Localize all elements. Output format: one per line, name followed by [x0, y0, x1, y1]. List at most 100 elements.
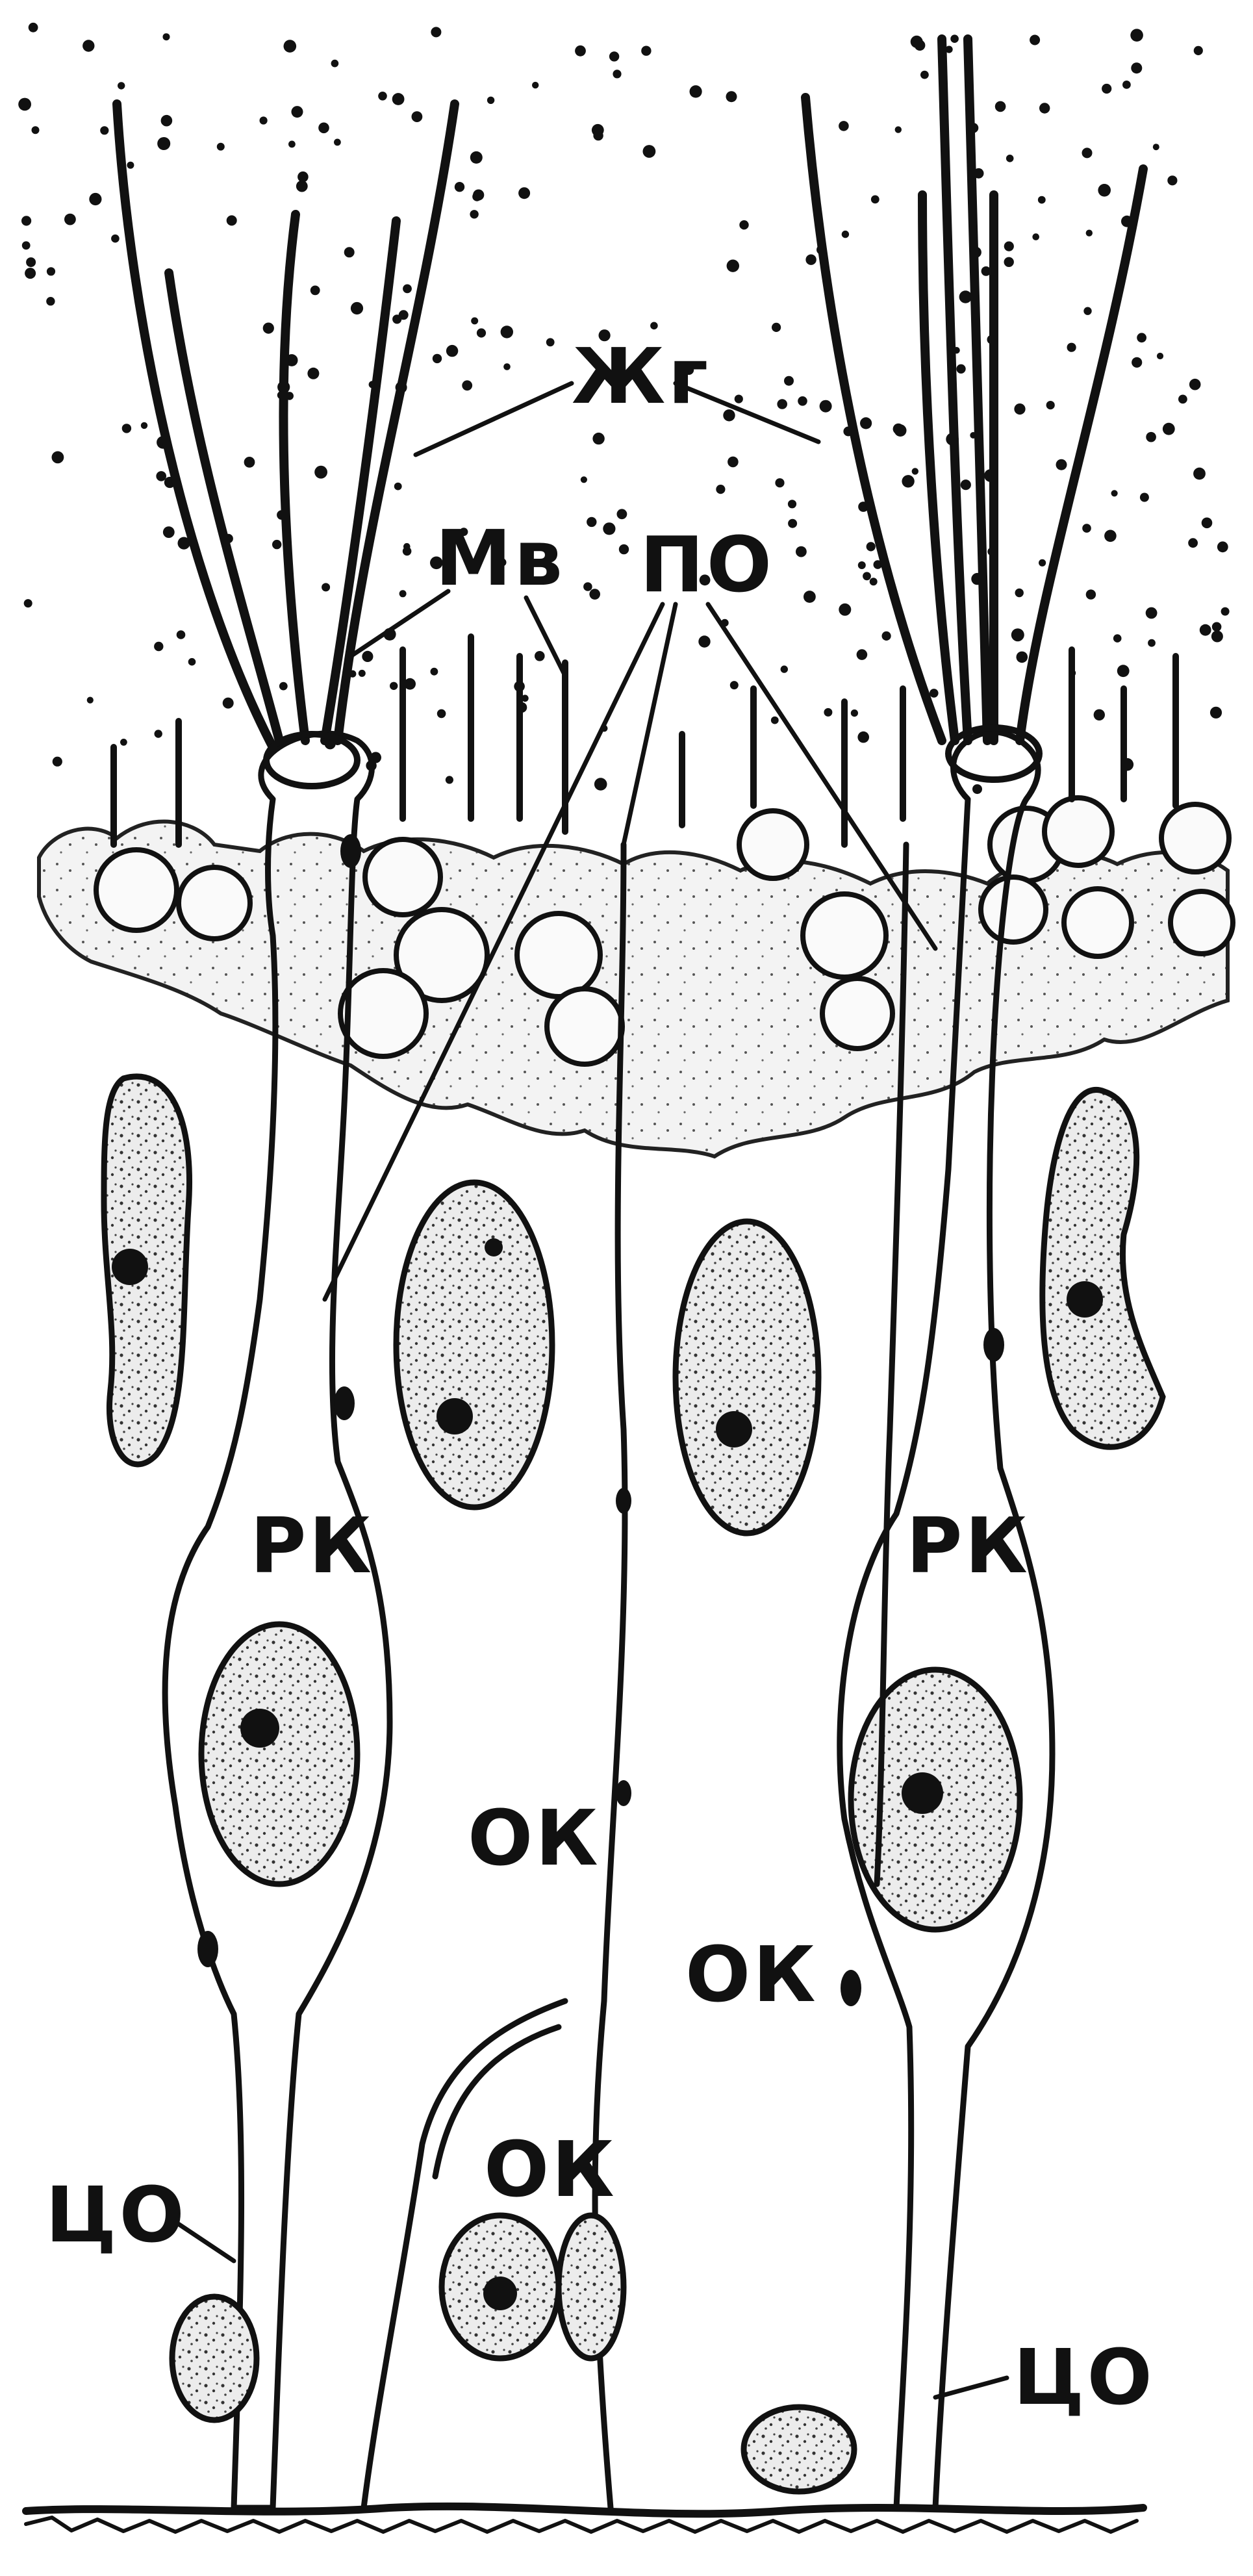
- label-supporting-cell-right: ОК: [685, 1930, 818, 2019]
- mucus-dot: [307, 368, 319, 379]
- mucus-dot: [163, 526, 175, 538]
- mucus-dot: [1038, 196, 1046, 204]
- label-olfactory-hairs: Жг: [572, 331, 711, 421]
- mucus-dot: [619, 544, 629, 554]
- mucus-dot: [930, 689, 939, 698]
- mucus-dot: [775, 478, 784, 487]
- mucus-dot: [871, 196, 880, 204]
- mucus-dot: [1082, 147, 1093, 158]
- mucus-dot: [111, 235, 120, 243]
- mucus-dot: [24, 599, 32, 607]
- mucus-dot: [1111, 490, 1118, 496]
- label-receptor-cell-right: РК: [906, 1501, 1030, 1590]
- mucus-dot: [1046, 401, 1055, 409]
- mucus-dot: [592, 433, 604, 444]
- mucus-dot: [959, 290, 972, 303]
- mucus-dot: [1017, 652, 1028, 663]
- mucus-dot: [728, 457, 739, 468]
- mucus-dot: [431, 27, 441, 37]
- mucus-dot: [1140, 493, 1149, 502]
- mucus-dot: [1004, 242, 1014, 251]
- mucus-dot: [471, 317, 478, 324]
- mucus-dot: [643, 145, 656, 158]
- basement-membrane: [26, 2506, 1143, 2532]
- mucus-dot: [351, 302, 363, 314]
- lower-supporting-nucleus: [442, 2215, 559, 2358]
- mucus-dot: [796, 546, 807, 557]
- mucus-dot: [1086, 230, 1093, 236]
- mucus-dot: [772, 323, 781, 332]
- mucus-dot: [334, 139, 341, 146]
- mucus-dot: [858, 561, 866, 569]
- mucus-dot: [1117, 665, 1130, 677]
- mucus-dot: [260, 116, 268, 124]
- mucus-dot: [603, 522, 615, 535]
- mucus-dot: [1211, 631, 1223, 643]
- mucus-dot: [894, 424, 907, 437]
- mucus-dot: [1189, 379, 1201, 390]
- mucus-dot: [1030, 35, 1040, 45]
- mucus-dot: [698, 635, 710, 647]
- mucus-dot: [1210, 707, 1222, 719]
- mucus-dot: [322, 583, 330, 591]
- mucus-dot: [157, 137, 170, 150]
- mucus-dot: [1163, 423, 1175, 435]
- mucus-dot: [318, 123, 329, 134]
- mucus-dot: [593, 131, 603, 140]
- mucus-dot: [581, 476, 587, 483]
- mucus-dot: [546, 338, 555, 346]
- mucus-dot: [771, 717, 779, 724]
- mucus-dot: [177, 630, 186, 639]
- mucus-dot: [403, 543, 411, 550]
- mucus-dot: [22, 241, 31, 249]
- mucus-dot: [455, 182, 464, 192]
- mucus-dot: [1178, 395, 1187, 404]
- mucus-dot: [390, 682, 398, 690]
- mucus-dot: [1132, 357, 1142, 368]
- mucus-dot: [882, 631, 891, 641]
- mucus-dot: [1153, 144, 1159, 150]
- mucus-dot: [1082, 524, 1091, 533]
- mucus-dot: [1083, 307, 1091, 315]
- mucus-dot: [53, 757, 62, 767]
- mucus-dot: [1148, 639, 1156, 647]
- mucus-dot: [100, 126, 108, 134]
- mucus-dot: [292, 106, 303, 118]
- mucus-dot: [446, 345, 458, 357]
- mucus-dot: [1102, 84, 1111, 94]
- mucus-dot: [589, 589, 600, 600]
- mucus-dot: [1015, 589, 1024, 597]
- mucus-dot: [798, 396, 807, 406]
- mucus-dot: [788, 519, 797, 528]
- mucus-dot: [1086, 589, 1096, 599]
- mucus-dot: [1113, 634, 1122, 643]
- mucus-dot: [1131, 62, 1142, 73]
- mucus-dot: [297, 172, 309, 183]
- mucus-dot: [399, 590, 407, 597]
- mucus-dot: [532, 82, 538, 88]
- mucus-dot: [87, 697, 94, 704]
- mucus-dot: [470, 210, 478, 218]
- mucus-dot: [851, 709, 858, 717]
- mucus-dot: [583, 582, 592, 591]
- mucus-dot: [503, 363, 511, 370]
- mucus-dot: [1146, 607, 1158, 619]
- mucus-dot: [972, 784, 982, 794]
- mucus-dot: [1217, 541, 1228, 552]
- mucus-dot: [141, 422, 147, 429]
- mucus-dot: [122, 424, 131, 433]
- mucus-dot: [1157, 353, 1163, 359]
- mucus-dot: [47, 267, 55, 275]
- mucus-dot: [690, 85, 702, 97]
- mucus-dot: [804, 591, 816, 603]
- mucus-dot: [956, 364, 965, 374]
- mucus-dot: [477, 328, 486, 337]
- mucus-dot: [867, 542, 876, 551]
- label-central-process-left: ЦО: [45, 2170, 187, 2260]
- mucus-dot: [777, 399, 787, 409]
- mucus-dot: [501, 325, 513, 338]
- mucus-dot: [1202, 518, 1213, 529]
- mucus-dot: [223, 698, 234, 709]
- mucus-dot: [961, 479, 971, 490]
